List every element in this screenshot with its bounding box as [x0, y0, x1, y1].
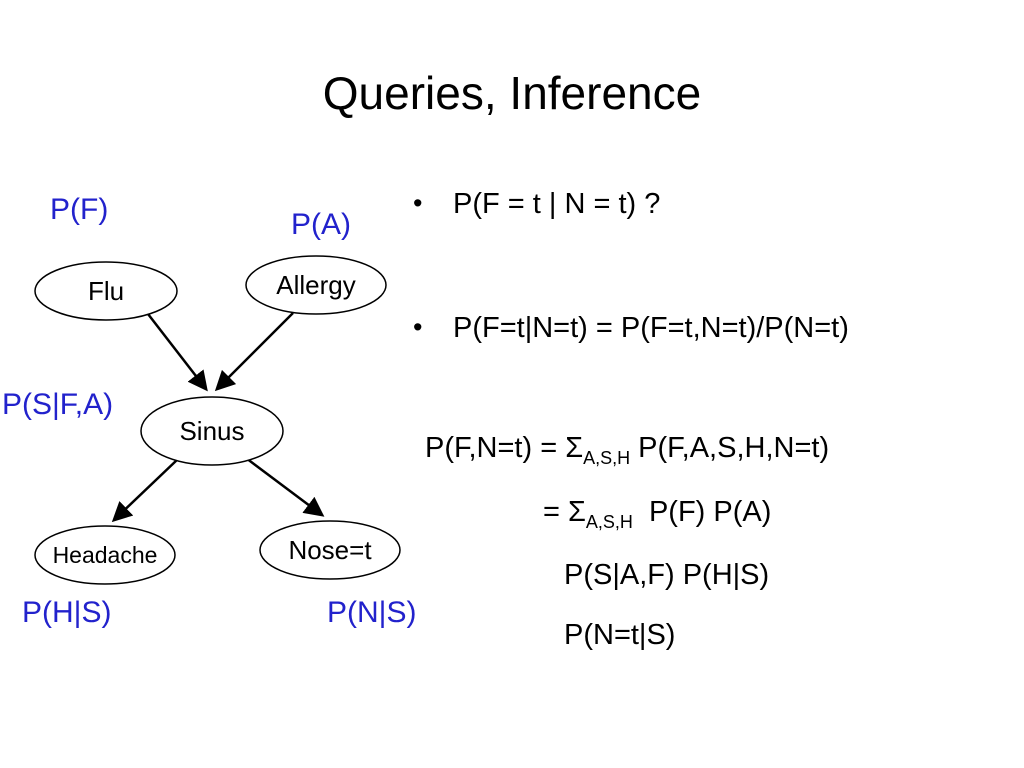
annotation-p-f: P(F): [50, 193, 108, 226]
edge-sinus-nose: [245, 457, 325, 517]
query-bullet-line: • P(F = t | N = t) ?: [413, 188, 660, 221]
edge-allergy-sinus: [214, 312, 294, 392]
derivation-line-1: P(F,N=t) = ΣA,S,H P(F,A,S,H,N=t): [425, 432, 829, 469]
bayes-rule-bullet-line: • P(F=t|N=t) = P(F=t,N=t)/P(N=t): [413, 312, 849, 345]
annotation-p-s-given-fa: P(S|F,A): [2, 388, 113, 421]
derivation-line-2: = ΣA,S,H P(F) P(A): [543, 496, 771, 533]
sinus-node: [140, 396, 284, 466]
headache-node-label: Headache: [53, 542, 158, 568]
nose-node-label: Nose=t: [288, 535, 372, 565]
flu-node: [34, 261, 178, 321]
derivation-line-4-text: P(N=t|S): [564, 619, 676, 651]
headache-node: [34, 525, 176, 585]
bullet-marker: •: [413, 312, 423, 342]
edge-sinus-headache: [111, 458, 179, 523]
derivation-line-1-post: P(F,A,S,H,N=t): [638, 432, 830, 464]
bayes-net-diagram: Flu Allergy Sinus Headache Nose=t P(F) P…: [2, 193, 416, 629]
edge-flu-sinus: [147, 313, 208, 392]
sigma-subscript: A,S,H: [585, 512, 633, 532]
slide-title: Queries, Inference: [322, 67, 702, 119]
derivation-line-4: P(N=t|S): [564, 619, 675, 652]
annotation-p-a: P(A): [291, 208, 351, 241]
allergy-node-label: Allergy: [276, 270, 355, 300]
nose-node: [259, 520, 401, 580]
annotation-p-h-given-s: P(H|S): [22, 596, 111, 629]
allergy-node: [245, 255, 387, 315]
bayes-rule-text: P(F=t|N=t) = P(F=t,N=t)/P(N=t): [453, 312, 849, 344]
sinus-node-label: Sinus: [179, 416, 244, 446]
derivation-line-3-text: P(S|A,F) P(H|S): [564, 559, 770, 591]
sigma-subscript: A,S,H: [583, 448, 631, 468]
bullet-marker: •: [413, 188, 423, 218]
derivation-line-2-post: P(F) P(A): [648, 496, 772, 528]
flu-node-label: Flu: [88, 276, 124, 306]
annotation-p-n-given-s: P(N|S): [327, 596, 416, 629]
derivation-line-3: P(S|A,F) P(H|S): [564, 559, 769, 592]
derivation-line-1-pre: P(F,N=t) = Σ: [425, 432, 584, 464]
query-text: P(F = t | N = t) ?: [453, 188, 661, 220]
derivation-line-2-pre: = Σ: [543, 496, 586, 528]
